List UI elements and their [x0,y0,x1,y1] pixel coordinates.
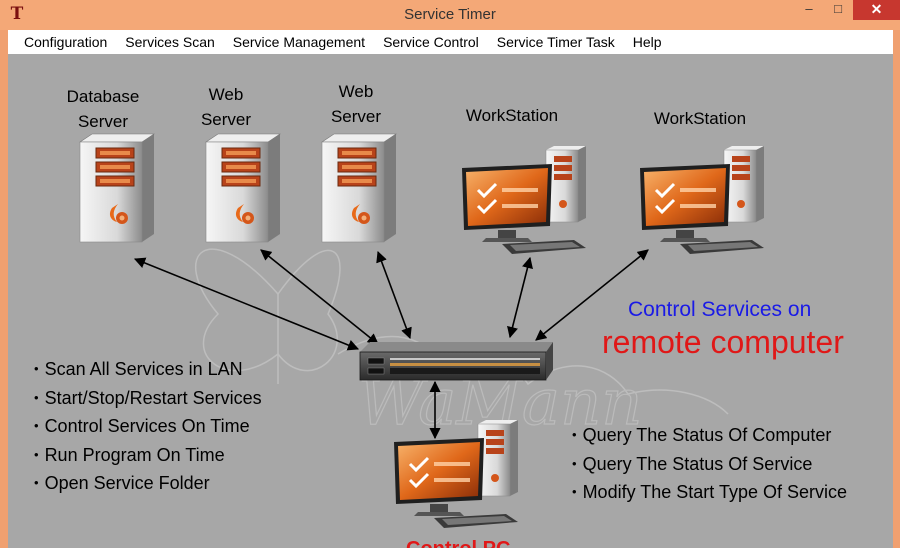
web-server-1-label: Web Server [200,85,252,129]
menu-service-management[interactable]: Service Management [232,34,366,50]
network-switch-icon [359,342,553,381]
feature-item: Scan All Services in LAN [34,356,262,385]
network-links [133,249,649,440]
workstation-1-label: WorkStation [465,106,559,125]
title-bar[interactable]: T Service Timer – □ ✕ [0,0,900,30]
link-web-server-2 [376,250,412,340]
feature-item: Open Service Folder [34,470,262,499]
feature-list-left: Scan All Services in LAN Start/Stop/Rest… [34,356,262,499]
feature-item: Modify The Start Type Of Service [572,479,847,508]
maximize-button[interactable]: □ [834,1,842,16]
menu-services-scan[interactable]: Services Scan [125,34,215,50]
menu-bar: Configuration Services Scan Service Mana… [8,30,893,54]
database-server-icon [79,133,155,243]
feature-item: Start/Stop/Restart Services [34,385,262,414]
feature-list-right: Query The Status Of Computer Query The S… [572,422,847,508]
window-title: Service Timer [404,6,496,23]
link-database-server [133,257,360,351]
menu-service-control[interactable]: Service Control [383,34,479,50]
menu-configuration[interactable]: Configuration [24,34,108,50]
workstation-2-label: WorkStation [653,109,747,128]
headline-remote-computer: remote computer [602,324,844,360]
feature-item: Query The Status Of Service [572,451,847,480]
web-server-2-icon [321,133,397,243]
menu-service-timer-task[interactable]: Service Timer Task [496,34,615,50]
link-web-server-1 [260,249,379,345]
close-button[interactable]: ✕ [853,0,900,20]
control-pc-label: Control PC [406,538,510,548]
diagram-canvas: WaMann [8,54,893,548]
app-icon[interactable]: T [10,4,24,24]
database-server-label: Database Server [66,87,140,131]
workstation-2-icon [638,144,766,256]
web-server-2-label: Web Server [330,82,382,126]
headline-control-services: Control Services on [628,298,812,321]
feature-item: Control Services On Time [34,413,262,442]
minimize-button[interactable]: – [805,1,813,16]
menu-help[interactable]: Help [632,34,662,50]
workstation-1-icon [460,144,588,256]
feature-item: Run Program On Time [34,442,262,471]
link-workstation-2 [535,249,649,341]
web-server-1-icon [205,133,281,243]
link-workstation-1 [507,256,533,339]
feature-item: Query The Status Of Computer [572,422,847,451]
